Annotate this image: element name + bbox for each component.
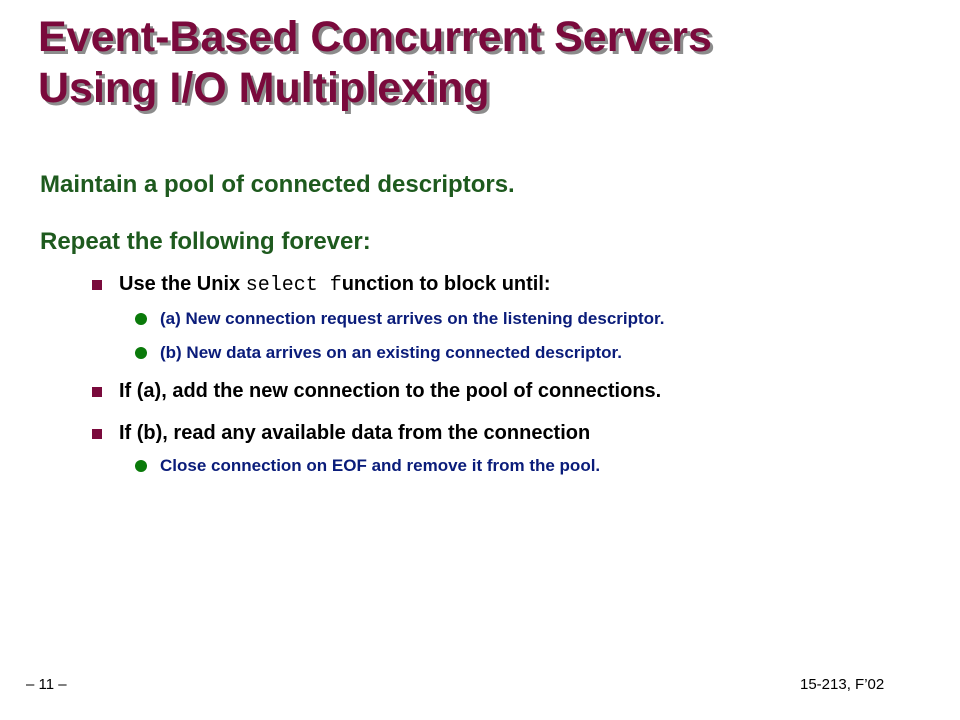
sub-bullet-if-a-text: If (a), add the new connection to the po…: [119, 380, 662, 402]
sub-sub-bullet-a-text: (a) New connection request arrives on th…: [160, 309, 665, 328]
dot-bullet-icon: [135, 347, 147, 359]
slide-title-line-1: Event-Based Concurrent Servers: [38, 13, 712, 61]
sub-bullet-if-b-text: If (b), read any available data from the…: [119, 422, 591, 444]
select-prefix: Use the Unix: [119, 273, 246, 295]
footer-page-number: – 11 –: [26, 676, 67, 693]
select-code: select f: [245, 274, 342, 297]
dot-bullet-icon: [135, 313, 147, 325]
square-bullet-icon: [92, 387, 102, 397]
sub-sub-bullet-b-text: (b) New data arrives on an existing conn…: [160, 343, 622, 362]
square-bullet-icon: [92, 429, 102, 439]
select-suffix: unction to block until:: [341, 273, 551, 295]
sub-sub-bullet-close-text: Close connection on EOF and remove it fr…: [160, 456, 601, 475]
slide-title-line-2: Using I/O Multiplexing: [38, 64, 490, 112]
sub-bullet-select-text: Use the Unix select function to block un…: [119, 271, 551, 299]
footer-course-label: 15-213, F’02: [800, 676, 885, 693]
bullet-repeat: Repeat the following forever:: [40, 228, 371, 255]
square-bullet-icon: [92, 280, 102, 290]
bullet-pool: Maintain a pool of connected descriptors…: [40, 171, 515, 198]
dot-bullet-icon: [135, 460, 147, 472]
slide-title: Event-Based Concurrent Servers Using I/O…: [38, 12, 712, 114]
